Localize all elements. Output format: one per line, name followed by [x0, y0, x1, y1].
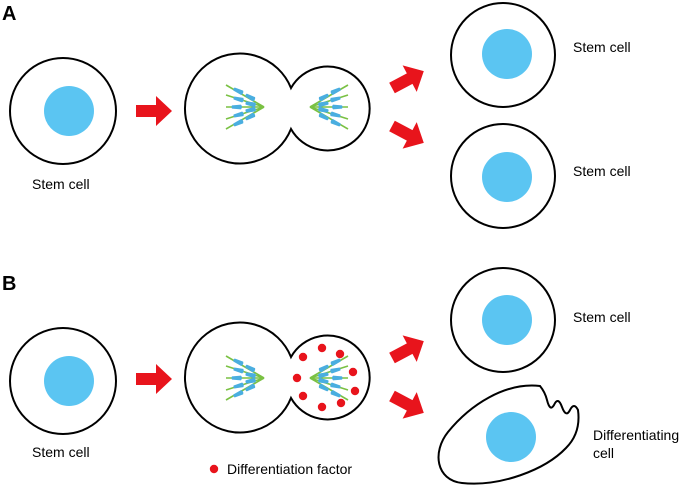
panel-a-daughter-bottom-label: Stem cell [573, 163, 631, 179]
panel-a-stem-cell-label: Stem cell [32, 176, 90, 192]
panel-b-dividing-cell [183, 321, 371, 434]
panel-a-arrow-up [384, 57, 431, 102]
panel-b-stem-cell-label: Stem cell [32, 444, 90, 460]
panel-b-stem-cell [9, 327, 117, 435]
panel-b-label: B [2, 273, 16, 295]
panel-a-daughter-bottom [450, 123, 556, 229]
panel-a-label: A [2, 3, 16, 25]
panel-a-dividing-cell [183, 52, 371, 165]
panel-b-differentiating-label-line1: Differentiating [593, 427, 679, 443]
panel-b-differentiation-factors [292, 343, 360, 412]
panel-a-daughter-top [450, 2, 556, 108]
panel-b-arrow-up [384, 327, 431, 372]
panel-b-differentiating-label-line2: cell [593, 445, 614, 461]
legend-factor-dot [209, 464, 219, 474]
panel-a-stem-cell [9, 57, 117, 165]
legend-factor-label: Differentiation factor [227, 461, 352, 477]
panel-a-stem-nucleus [44, 86, 94, 136]
panel-a-daughter-top-label: Stem cell [573, 39, 631, 55]
panel-b-arrow-to-division [136, 364, 172, 394]
panel-b-daughter-stem-cell [450, 267, 556, 373]
panel-b-differentiating-cell [437, 384, 580, 485]
panel-a-arrow-to-division [136, 96, 172, 126]
panel-b-daughter-top-label: Stem cell [573, 309, 631, 325]
panel-b-arrow-down [384, 382, 431, 427]
panel-a-arrow-down [384, 112, 431, 157]
